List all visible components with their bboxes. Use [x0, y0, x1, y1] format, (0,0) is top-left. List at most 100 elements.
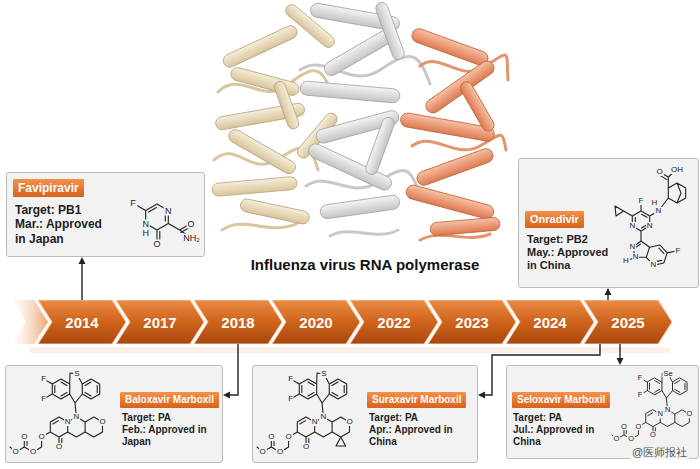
card-text: Target: PA [122, 412, 214, 424]
timeline-chevron: 2018 [194, 300, 282, 344]
protein-coil-part [330, 230, 398, 236]
connector-line [229, 344, 238, 395]
timeline-chevron: 2020 [272, 300, 360, 344]
card-text: Target: PA [369, 412, 461, 424]
drug-name-tag: Seloxavir Marboxil [512, 392, 610, 408]
drug-name-tag: Suraxavir Marboxil [367, 392, 466, 408]
drug-card: Target: PAFeb.: Approved in Japan Baloxav… [5, 365, 223, 463]
drug-name-tag: Favipiravir [13, 179, 84, 197]
atom-label: O [55, 443, 63, 451]
protein-coil [214, 55, 508, 240]
protein-helix-beige [212, 2, 340, 225]
protein-helix-salmon-part [423, 58, 497, 115]
drug-name: Seloxavir Marboxil [517, 394, 605, 406]
atom-label: O [186, 219, 195, 228]
atom-label: N [73, 413, 81, 421]
atom-label: N [141, 219, 150, 228]
drug-card: Target: PB1Mar.: Approved in JapanFavipi… [6, 172, 205, 257]
atom-label: N [629, 243, 637, 251]
connector [79, 257, 86, 300]
arrow-head [605, 288, 612, 295]
atom-label: O [284, 433, 292, 441]
protein-helix-beige-part [212, 176, 298, 196]
drug-name: Baloxavir Marboxil [125, 394, 214, 406]
chevron-shape [350, 300, 438, 344]
atom-label: O [620, 423, 628, 431]
drug-name-tag: Baloxavir Marboxil [120, 392, 219, 408]
atom-label: O [302, 443, 310, 451]
drug-name: Onradivir [530, 213, 579, 226]
seloxavir-structure-part [612, 373, 689, 439]
atom-label: NH₂ [182, 233, 201, 242]
drug-name: Suraxavir Marboxil [372, 394, 461, 406]
arrow-head [223, 392, 230, 399]
baloxavir-structure-part [10, 373, 103, 452]
protein-coil-part [222, 222, 300, 230]
protein-helix-grey-part [374, 1, 406, 61]
atom-label: N [311, 418, 319, 426]
atom-label: S [73, 370, 80, 378]
atom-label: N [646, 222, 654, 230]
atom-label: O [37, 433, 45, 441]
card-text: Target: PB1 [15, 203, 110, 217]
atom-label: O [11, 448, 19, 456]
year-label: 2022 [377, 314, 410, 331]
card-body: Target: PB2May.: Approved in China [527, 233, 613, 273]
atom-label: O [29, 448, 37, 456]
atom-label: N [628, 222, 636, 230]
atom-label: S [320, 370, 327, 378]
watermark: @医师报社 [630, 446, 689, 459]
atom-label: N [632, 253, 640, 261]
atom-label: F [675, 247, 682, 255]
drug-name: Favipiravir [18, 181, 79, 195]
protein-helix-beige-part [221, 24, 299, 70]
timeline-chevron: 2025 [584, 300, 672, 344]
protein-helix-beige-part [273, 80, 300, 131]
arrow-head [478, 392, 485, 399]
atom-label: H [141, 228, 150, 237]
atom-label: F [637, 374, 644, 382]
card-body: Target: PAFeb.: Approved in Japan [122, 412, 214, 448]
arrow-head [617, 358, 624, 365]
protein-helix-salmon [399, 27, 500, 236]
atom-label: F [637, 391, 644, 399]
year-label: 2020 [299, 314, 332, 331]
card-text: Jul.: Approved in China [513, 424, 605, 448]
protein-helix-salmon-part [458, 80, 496, 134]
atom-label: N [657, 410, 664, 418]
suraxavir-structure-part [257, 373, 350, 452]
chevron-shape [584, 300, 672, 344]
protein-helix-beige-part [229, 66, 300, 97]
timeline-chevron: 2022 [350, 300, 438, 344]
arrow-head [79, 257, 86, 264]
card-text: Apr.: Approved in China [369, 424, 461, 448]
atom-label: O [267, 433, 275, 441]
year-label: 2023 [455, 314, 488, 331]
drug-card: Target: PAApr.: Approved in China Suraxav… [252, 365, 478, 463]
timeline-chevron: 2017 [116, 300, 204, 344]
protein-helix-grey-part [364, 116, 396, 176]
atom-label: O [686, 410, 694, 418]
atom-label: F [287, 375, 294, 383]
timeline-chevron: 2024 [506, 300, 594, 344]
atom-label: O [345, 418, 353, 426]
year-label: 2024 [533, 314, 566, 331]
atom-label: O [649, 431, 657, 439]
atom-label: Se [663, 370, 674, 378]
drug-name-tag: Onradivir [525, 211, 584, 228]
card-body: Target: PAJul.: Approved in China [513, 412, 605, 448]
atom-label: F [287, 395, 294, 403]
atom-label: OH [670, 166, 684, 174]
atom-label: F [40, 375, 47, 383]
connector [617, 344, 624, 365]
atom-label: F [40, 395, 47, 403]
atom-label: O [258, 448, 266, 456]
atom-label: O [276, 448, 284, 456]
onradivir-structure-part [615, 171, 686, 265]
chevron-shape [428, 300, 516, 344]
card-text: Target: PA [513, 412, 605, 424]
protein-coil-part [300, 56, 430, 84]
card-text: May.: Approved in China [527, 246, 613, 272]
drug-card: Target: PAJul.: Approved in China Seloxav… [506, 365, 699, 459]
